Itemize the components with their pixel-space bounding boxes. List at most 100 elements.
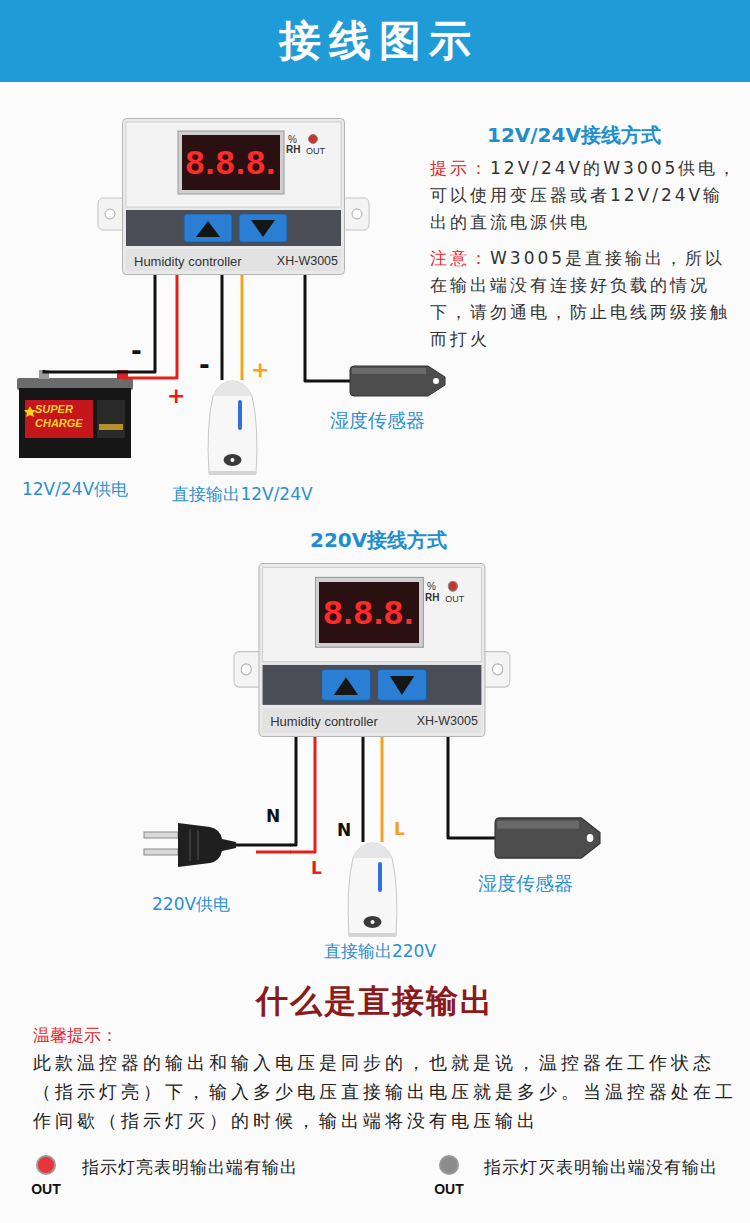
note-tag: 温馨提示：	[33, 1024, 118, 1047]
name-strip	[262, 708, 481, 732]
down-button	[239, 214, 287, 242]
power-caption: 12V/24V供电	[7, 478, 143, 501]
mains-plug: 220V供电	[140, 815, 290, 915]
humidity-sensor: 湿度传感器	[330, 362, 450, 430]
housing	[259, 564, 485, 737]
down-arrow	[389, 676, 413, 695]
control-knob	[224, 454, 242, 466]
brand-panel	[25, 400, 93, 438]
plug-prong	[144, 832, 178, 838]
model-number: XH-W3005	[277, 254, 338, 268]
led-label: OUT	[306, 146, 325, 156]
housing	[123, 119, 345, 275]
down-arrow	[251, 220, 275, 237]
wire-polarity: N	[337, 820, 351, 840]
up-arrow	[333, 677, 357, 695]
led-label: OUT	[429, 1181, 469, 1197]
button-band	[262, 665, 481, 705]
unit-mark: RH	[286, 144, 300, 155]
note-paragraph: 注意：W3005是直接输出，所以在输出端没有连接好负载的情况下，请勿通电，防止电…	[430, 245, 742, 353]
seven-segment-digits: 8.8.8.	[319, 582, 419, 643]
model-number: XH-W3005	[417, 714, 478, 728]
display-frame	[178, 131, 284, 194]
wire-polarity: +	[251, 357, 269, 382]
product-name: Humidity controller	[270, 714, 378, 729]
wire	[381, 737, 384, 842]
grip-ridge	[198, 830, 199, 860]
wire-polarity: -	[131, 336, 142, 366]
battery-body	[19, 388, 131, 458]
note-tag: 注意：	[430, 248, 490, 268]
wire-polarity: -	[199, 350, 210, 380]
sensor-highlight	[497, 821, 579, 829]
sensor-highlight	[352, 368, 426, 374]
wire	[241, 275, 244, 380]
section-heading: 12V/24V接线方式	[487, 122, 661, 149]
light-strip	[238, 400, 242, 430]
out-led	[309, 135, 318, 144]
display-frame	[315, 577, 423, 647]
title-text: 接线图示	[0, 0, 750, 82]
gold-stripe	[99, 424, 123, 430]
sensor-drawing	[468, 818, 600, 858]
wire	[290, 737, 315, 852]
humidifier-base	[349, 933, 396, 937]
section-heading: 什么是直接输出	[0, 980, 750, 1024]
humidifier: 直接输出220V	[305, 842, 455, 964]
humidity-sensor: 湿度传感器	[468, 815, 603, 893]
wire	[362, 737, 365, 842]
screw-hole	[352, 209, 362, 219]
light-strip	[378, 862, 382, 892]
wire	[290, 737, 296, 845]
sensor-caption: 湿度传感器	[478, 871, 573, 897]
knob-dot	[371, 920, 375, 924]
unit-mark: %	[288, 134, 297, 145]
control-knob	[364, 916, 382, 928]
sensor-caption: 湿度传感器	[330, 408, 425, 434]
wire-polarity: L	[311, 858, 322, 878]
humidifier-base	[209, 471, 256, 475]
brand-star	[24, 406, 36, 417]
side-panel	[97, 400, 125, 438]
power-caption: 220V供电	[152, 893, 230, 916]
led-label: OUT	[26, 1181, 66, 1197]
mount-hole	[433, 378, 439, 384]
name-strip	[126, 249, 341, 271]
out-led	[448, 581, 457, 591]
battery-drawing	[15, 362, 135, 462]
controller-box: Humidity controllerXH-W30058.8.8.%RHOUT	[258, 563, 485, 737]
sensor-drawing	[330, 366, 445, 396]
wire	[221, 275, 224, 380]
front-face	[126, 122, 341, 207]
mount-hole	[587, 834, 594, 842]
front-face	[262, 567, 481, 661]
wire-polarity: +	[167, 383, 185, 408]
controller-box: Humidity controller XH-W3005 8.8.8.%RH OUT	[122, 118, 345, 275]
led-label: OUT	[445, 594, 464, 604]
battery-brand: SUPER CHARGE	[35, 402, 91, 430]
seven-segment-digits: 8.8.8.	[182, 135, 280, 190]
unit-mark: RH	[425, 592, 439, 603]
note-tag: 提示：	[430, 158, 490, 178]
sensor-body	[350, 366, 445, 396]
plug-body	[178, 823, 236, 867]
product-name: Humidity controller	[134, 254, 242, 269]
indicator-swatch	[36, 1155, 56, 1175]
title-banner: 接线图示	[0, 0, 750, 82]
wire-polarity: L	[394, 819, 405, 839]
button-band	[126, 210, 341, 246]
wire	[305, 275, 330, 381]
section-heading: 220V接线方式	[310, 527, 447, 554]
wire-polarity: N	[266, 806, 280, 826]
battery: SUPER CHARGE12V/24V供电	[15, 362, 135, 502]
plug-prong	[144, 849, 178, 855]
screw-hole	[492, 664, 502, 675]
legend-text: 指示灯亮表明输出端有输出	[82, 1156, 298, 1179]
humidifier-cap	[213, 381, 252, 396]
note-paragraph: 提示：12V/24V的W3005供电，可以使用变压器或者12V/24V输出的直流…	[430, 155, 742, 236]
wire	[448, 737, 468, 838]
legend-text: 指示灯灭表明输出端没有输出	[484, 1156, 718, 1179]
screw-hole	[105, 209, 115, 219]
plug-cord	[236, 844, 291, 847]
